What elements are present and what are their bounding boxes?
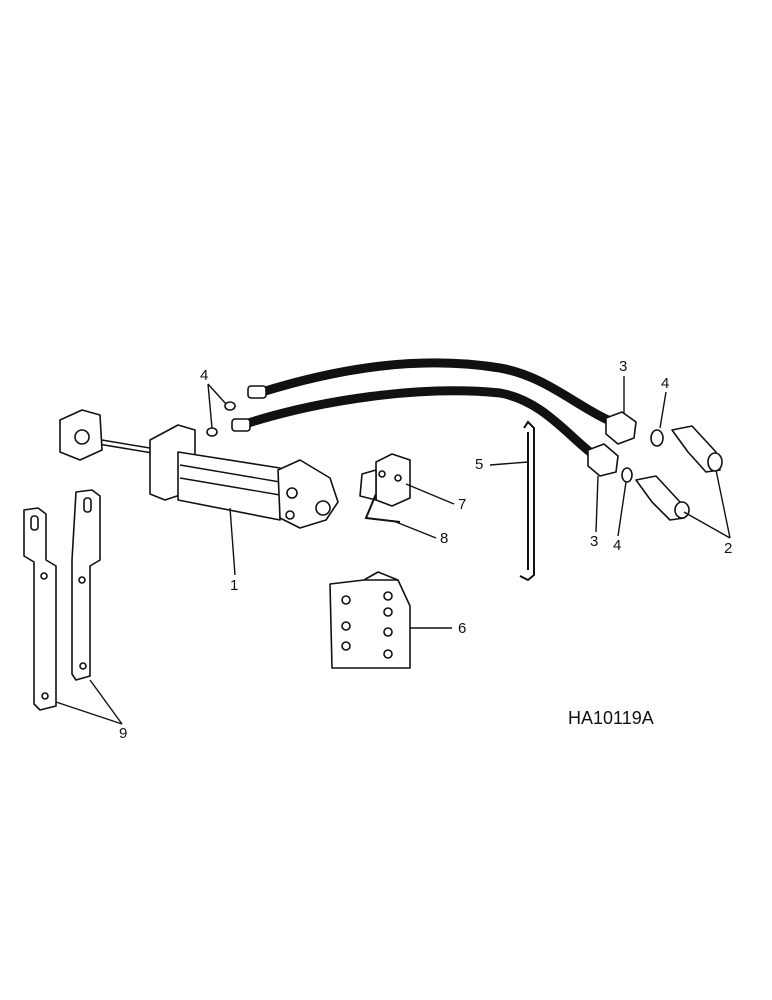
mounting-plate: [329, 571, 411, 669]
callout-7: 7: [458, 496, 466, 513]
quick-couplers: [587, 411, 723, 521]
callout-4-top-left: 4: [200, 367, 208, 384]
callout-1: 1: [230, 577, 238, 594]
callout-2: 2: [724, 540, 732, 557]
callout-8: 8: [440, 530, 448, 547]
callout-4-bottom: 4: [613, 537, 621, 554]
hydraulic-hoses: [240, 358, 613, 457]
hydraulic-cylinder: [59, 409, 339, 529]
lower-hose: [240, 386, 595, 457]
callout-3-top-right: 3: [619, 358, 627, 375]
callout-5: 5: [475, 456, 483, 473]
drawing-code: HA10119A: [568, 708, 654, 728]
callout-9: 9: [119, 725, 127, 742]
rod-part: [519, 420, 535, 582]
upper-hose: [257, 358, 613, 425]
callout-3-bottom: 3: [590, 533, 598, 550]
latch-bracket: [359, 453, 411, 523]
callout-4-top-right: 4: [661, 375, 669, 392]
callouts: 4 3 4 5 7 8 1 3 4 2 6 9: [119, 358, 732, 742]
leader-lines: [55, 376, 731, 725]
callout-6: 6: [458, 620, 466, 637]
support-straps: [23, 489, 101, 711]
